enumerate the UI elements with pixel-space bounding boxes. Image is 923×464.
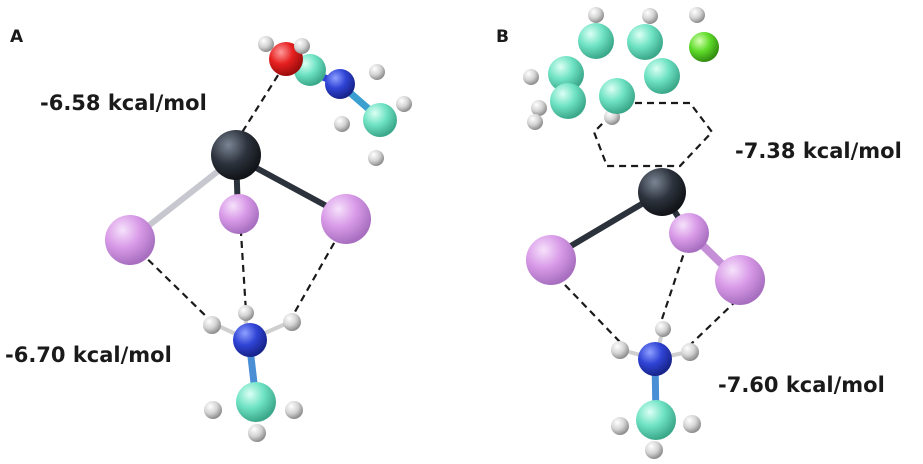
hydrogen-atom [531, 100, 547, 116]
metal-hydroxyl-contact [235, 71, 281, 143]
hydrogen-atom [611, 341, 629, 359]
hydrogen-atom [238, 305, 254, 321]
hydrogen-atom [523, 69, 539, 85]
pi-interaction-hexagon [592, 101, 714, 168]
hydrogen-atom [645, 441, 663, 459]
hydrogen-atom [642, 8, 658, 24]
hydrogen-atom [611, 417, 629, 435]
halide-atom-middle [219, 194, 259, 234]
energy-label-b-top: -7.38 kcal/mol [735, 139, 902, 163]
panel-a-methylammonium [203, 305, 303, 442]
carbon-atom [599, 78, 635, 114]
hydrogen-atom [396, 96, 412, 112]
halide-atom-right [715, 255, 765, 305]
halide-right-h-contact [689, 299, 738, 346]
chlorine-atom [689, 32, 719, 62]
hydrogen-atom [681, 343, 699, 361]
halide-middle-h-contact [658, 243, 689, 326]
panel-a-metal-halide-cluster [105, 130, 371, 265]
panel-a-label: A [10, 27, 24, 47]
hydrogen-atom [285, 401, 303, 419]
panel-b-bonds [551, 189, 742, 424]
nitrogen-atom [233, 323, 267, 357]
panel-b-label: B [496, 27, 509, 47]
hydrogen-atom [655, 321, 671, 337]
hydrogen-atom [248, 424, 266, 442]
carbon-atom [363, 103, 397, 137]
carbon-atom [550, 83, 586, 119]
hydrogen-atom [294, 38, 310, 54]
panel-a: A [5, 27, 412, 442]
carbon-atom [636, 400, 676, 440]
hydrogen-atom [369, 64, 385, 80]
carbon-atom [548, 56, 584, 92]
carbon-atom [578, 23, 614, 59]
oxygen-atom [269, 42, 303, 76]
carbon-atom [236, 382, 276, 422]
hydrogen-atom [203, 316, 221, 334]
panel-b-chlorobenzene [523, 7, 719, 130]
halide-atom-left [526, 235, 576, 285]
panel-b-interaction-lines [564, 243, 738, 346]
central-metal-atom [638, 168, 686, 216]
hydrogen-atom [683, 415, 701, 433]
hydrogen-atom [334, 116, 350, 132]
hydrogen-atom [368, 150, 384, 166]
halide-atom-left [105, 215, 155, 265]
energy-label-a-bottom: -6.70 kcal/mol [5, 343, 172, 367]
hydrogen-atom [689, 7, 705, 23]
panel-b-metal-halide-cluster [526, 168, 765, 305]
energy-label-b-bottom: -7.60 kcal/mol [718, 373, 885, 397]
carbon-atom [644, 58, 680, 94]
hydrogen-atom [588, 7, 604, 23]
hydrogen-atom [204, 401, 222, 419]
halide-left-h-contact [564, 284, 621, 343]
hydrogen-atom [258, 36, 274, 52]
halide-atom-right [321, 194, 371, 244]
nitrogen-atom [638, 342, 672, 376]
carbon-atom [627, 24, 663, 60]
hydrogen-atom [527, 114, 543, 130]
panel-a-formamide-molecule [258, 36, 412, 166]
nitrogen-atom [325, 69, 355, 99]
panel-b-methylammonium [611, 321, 701, 459]
halide-atom-middle [669, 213, 709, 253]
panel-b: B [496, 7, 902, 459]
hydrogen-atom [283, 313, 301, 331]
central-metal-atom [211, 130, 261, 180]
energy-label-a-top: -6.58 kcal/mol [40, 91, 207, 115]
